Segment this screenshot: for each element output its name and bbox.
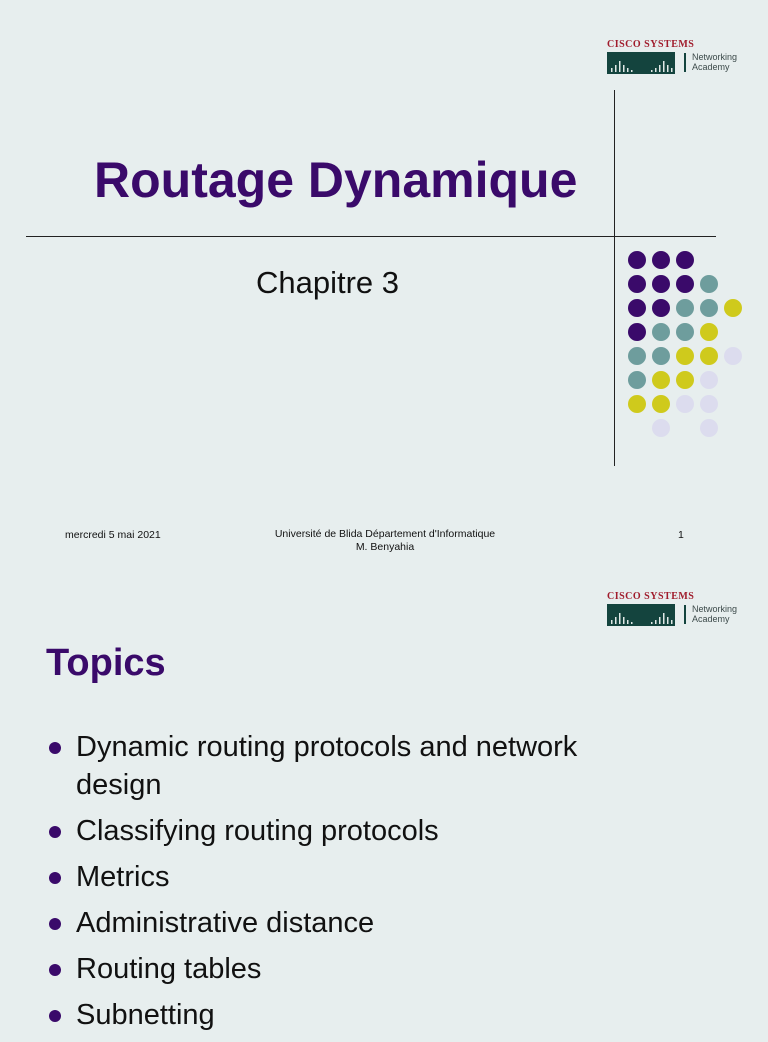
dot-teal — [676, 299, 694, 317]
list-item: Routing tables — [46, 950, 746, 988]
slide-title: Routage Dynamique — [94, 152, 578, 208]
bullet-icon — [49, 1010, 61, 1022]
logo-separator — [684, 605, 686, 624]
bullet-icon — [49, 918, 61, 930]
logo-line-academy: Academy — [692, 614, 730, 624]
list-item: Dynamic routing protocols and network de… — [46, 728, 746, 804]
logo-separator — [684, 53, 686, 72]
dot-teal — [652, 347, 670, 365]
dot-lavender — [724, 347, 742, 365]
logo-line-academy: Academy — [692, 62, 730, 72]
dot-teal — [628, 371, 646, 389]
dot-purple — [628, 323, 646, 341]
dot-purple — [676, 275, 694, 293]
dot-lavender — [700, 371, 718, 389]
list-item-text: Routing tables — [76, 953, 262, 985]
dot-purple — [652, 299, 670, 317]
list-item-text: Dynamic routing protocols and network — [76, 731, 578, 763]
list-item: Metrics — [46, 858, 746, 896]
list-item: Administrative distance — [46, 904, 746, 942]
dot-lavender — [652, 419, 670, 437]
list-item-text: Administrative distance — [76, 907, 375, 939]
cisco-bridge-icon — [607, 604, 675, 626]
list-item-text: Metrics — [76, 861, 170, 893]
dot-purple — [676, 251, 694, 269]
horizontal-divider — [26, 236, 716, 237]
dot-yellow — [628, 395, 646, 413]
list-item-text: Classifying routing protocols — [76, 815, 439, 847]
dot-lavender — [700, 395, 718, 413]
list-item-text-continued: design — [76, 769, 162, 801]
dot-yellow — [700, 347, 718, 365]
dot-purple — [628, 299, 646, 317]
dot-teal — [652, 323, 670, 341]
topics-slide: CISCO SYSTEMS Networking Academy Topics — [0, 576, 768, 1031]
dot-purple — [628, 275, 646, 293]
dot-purple — [652, 251, 670, 269]
title-slide: CISCO SYSTEMS Networking Academy Routage… — [26, 39, 742, 554]
list-item: Subnetting — [46, 996, 746, 1034]
dot-teal — [700, 275, 718, 293]
dot-teal — [628, 347, 646, 365]
dot-yellow — [652, 371, 670, 389]
cisco-bridge-icon — [607, 52, 675, 74]
bullet-icon — [49, 964, 61, 976]
footer-author: M. Benyahia — [355, 541, 415, 553]
vertical-divider — [614, 90, 615, 466]
cisco-systems-wordmark: CISCO SYSTEMS — [607, 591, 695, 602]
cisco-systems-wordmark: CISCO SYSTEMS — [607, 39, 695, 50]
dot-yellow — [724, 299, 742, 317]
bullet-icon — [49, 826, 61, 838]
dot-yellow — [700, 323, 718, 341]
slide-title: Topics — [46, 642, 166, 684]
networking-academy-label: Networking Academy — [692, 52, 737, 72]
dot-lavender — [700, 419, 718, 437]
footer-page-number: 1 — [678, 529, 684, 541]
dot-yellow — [676, 347, 694, 365]
dot-teal — [700, 299, 718, 317]
dot-yellow — [676, 371, 694, 389]
networking-academy-label: Networking Academy — [692, 604, 737, 624]
bullet-icon — [49, 742, 61, 754]
dot-purple — [628, 251, 646, 269]
footer-institution: Université de Blida Département d'Inform… — [240, 528, 530, 554]
list-item: Classifying routing protocols — [46, 812, 746, 850]
list-item-text: Subnetting — [76, 999, 215, 1031]
slide-subtitle: Chapitre 3 — [256, 265, 400, 300]
footer-institution-line: Université de Blida Département d'Inform… — [274, 528, 496, 540]
logo-line-networking: Networking — [692, 52, 738, 62]
dot-yellow — [652, 395, 670, 413]
topics-list: Dynamic routing protocols and network de… — [46, 728, 746, 1042]
dot-purple — [652, 275, 670, 293]
bullet-icon — [49, 872, 61, 884]
dot-teal — [676, 323, 694, 341]
footer-date: mercredi 5 mai 2021 — [65, 529, 161, 541]
dot-lavender — [676, 395, 694, 413]
logo-line-networking: Networking — [692, 604, 738, 614]
